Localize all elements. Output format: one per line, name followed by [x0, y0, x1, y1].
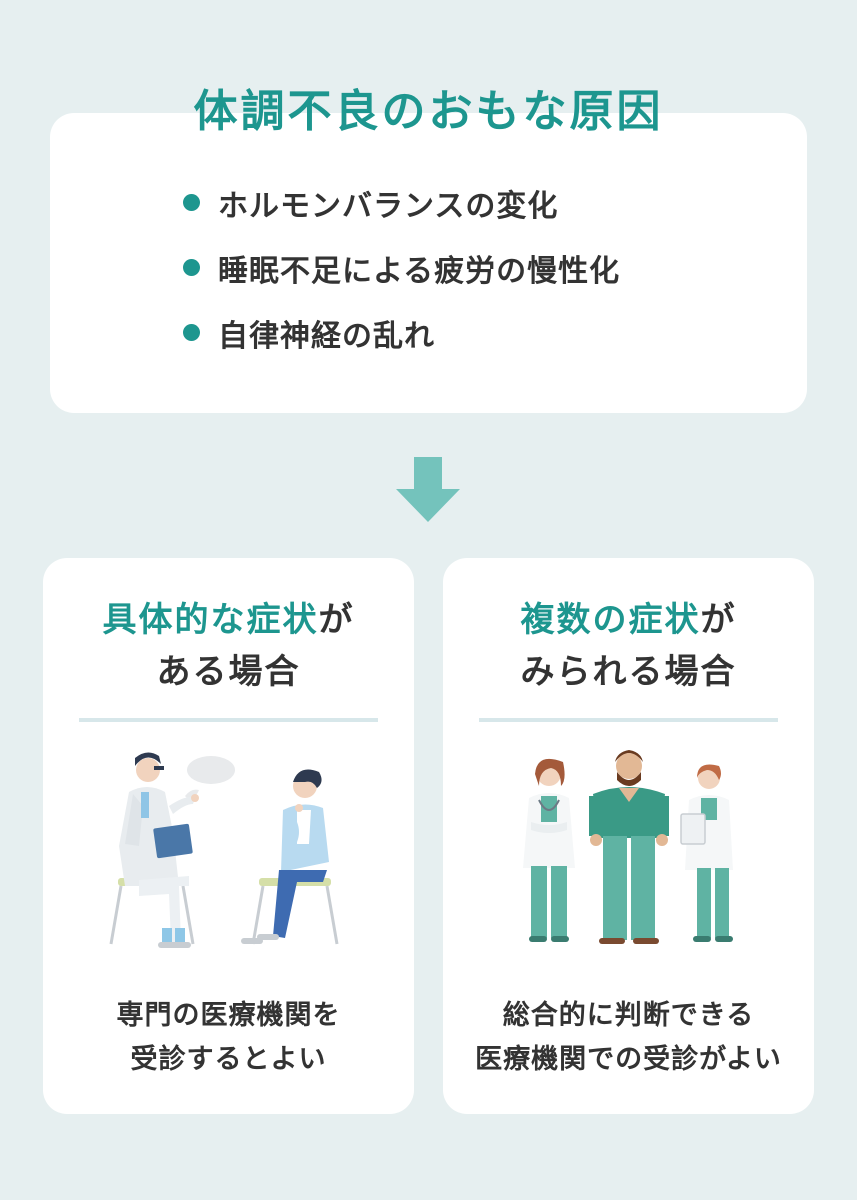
bullet-icon [183, 194, 200, 211]
card-footer: 専門の医療機関を 受診するとよい [43, 994, 414, 1082]
card-heading: 複数の症状が みられる場合 [443, 594, 814, 698]
cause-text: 睡眠不足による疲労の慢性化 [218, 253, 621, 289]
footer-line1: 専門の医療機関を [116, 1000, 341, 1031]
heading-line2: ある場合 [156, 652, 301, 692]
heading-line2: みられる場合 [520, 652, 737, 692]
heading-tail: が [700, 600, 737, 640]
card-footer: 総合的に判断できる 医療機関での受診がよい [443, 994, 814, 1082]
cause-text: ホルモンバランスの変化 [218, 188, 559, 224]
arrow-down-icon [396, 457, 460, 522]
divider [79, 718, 378, 722]
doctor-consultation-illustration [109, 752, 339, 948]
list-item: 睡眠不足による疲労の慢性化 [183, 235, 620, 300]
list-item: ホルモンバランスの変化 [183, 170, 620, 235]
cause-text: 自律神経の乱れ [218, 318, 435, 354]
heading-tail: が [318, 600, 355, 640]
cause-list: ホルモンバランスの変化 睡眠不足による疲労の慢性化 自律神経の乱れ [183, 170, 620, 365]
bullet-icon [183, 324, 200, 341]
bullet-icon [183, 259, 200, 276]
footer-line1: 総合的に判断できる [502, 1000, 755, 1031]
card-specific-symptom: 具体的な症状が ある場合 [43, 558, 414, 1114]
divider [479, 718, 778, 722]
heading-accent: 具体的な症状 [102, 600, 319, 640]
medical-team-illustration [523, 750, 733, 944]
footer-line2: 医療機関での受診がよい [475, 1044, 782, 1075]
list-item: 自律神経の乱れ [183, 300, 620, 365]
heading-accent: 複数の症状 [520, 600, 701, 640]
footer-line2: 受診するとよい [130, 1044, 327, 1075]
card-heading: 具体的な症状が ある場合 [43, 594, 414, 698]
page-title: 体調不良のおもな原因 [193, 86, 664, 137]
causes-card [50, 113, 807, 413]
card-multiple-symptoms: 複数の症状が みられる場合 [443, 558, 814, 1114]
